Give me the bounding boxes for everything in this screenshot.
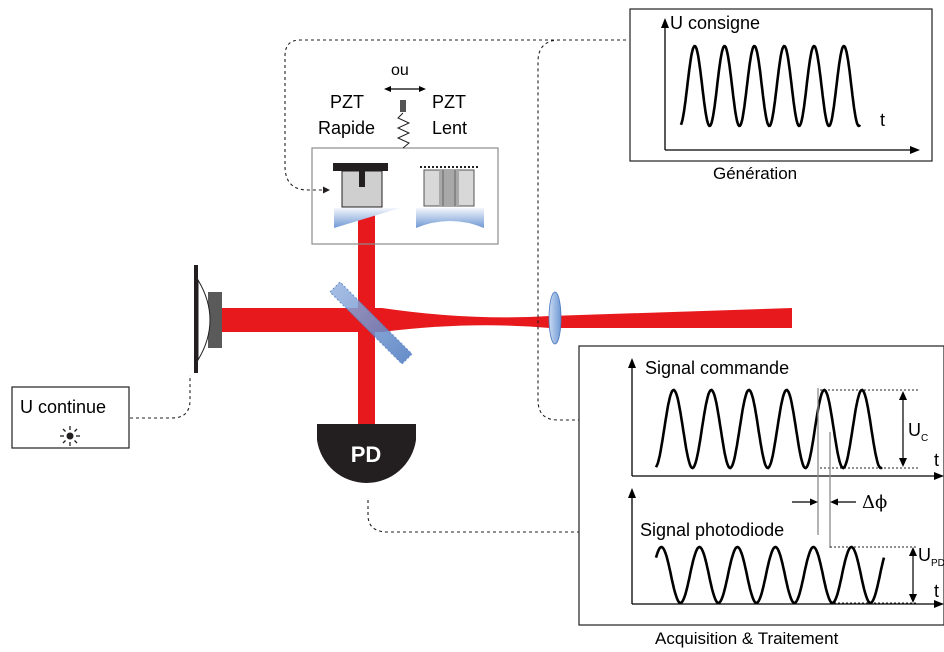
ou-double-arrow xyxy=(384,86,426,92)
sun-icon xyxy=(60,426,80,446)
phase-shift-marker xyxy=(792,388,856,548)
pzt-rapide-label: PZT xyxy=(330,92,364,112)
rapide-label: Rapide xyxy=(318,118,375,138)
photodiode-envelope-lines xyxy=(830,546,918,604)
generation-panel xyxy=(629,8,933,162)
commande-envelope-lines xyxy=(820,389,918,469)
beam-horizontal xyxy=(218,308,792,332)
end-mirror xyxy=(194,265,222,373)
acquisition-panel xyxy=(578,345,944,626)
signal-commande-label: Signal commande xyxy=(645,358,789,378)
lent-label: Lent xyxy=(432,118,467,138)
pzt-module-frame xyxy=(311,147,499,245)
photodiode-waveform xyxy=(654,545,886,605)
generation-caption: Génération xyxy=(713,164,797,183)
pd-label: PD xyxy=(351,442,382,467)
generation-axes xyxy=(661,18,920,154)
focusing-lens xyxy=(548,291,562,345)
upd-label: UPD xyxy=(918,545,944,569)
signal-photodiode-label: Signal photodiode xyxy=(640,520,784,540)
generation-title: U consigne xyxy=(670,13,760,33)
pzt-lent-label: PZT xyxy=(432,92,466,112)
delta-phi-label: Δϕ xyxy=(862,492,887,513)
u-continue-label: U continue xyxy=(20,397,106,417)
photodiode-t-label: t xyxy=(934,581,939,601)
photodiode-axes xyxy=(628,488,944,608)
photodiode: PD xyxy=(317,424,416,483)
dotted-connections xyxy=(130,39,626,533)
acquisition-caption: Acquisition & Traitement xyxy=(655,629,839,648)
commande-t-label: t xyxy=(934,450,939,470)
commande-waveform xyxy=(654,388,883,470)
commande-axes xyxy=(628,358,944,480)
beam-splitter xyxy=(329,281,413,365)
fast-pzt-mirror xyxy=(333,163,400,228)
generation-t-label: t xyxy=(880,110,885,130)
upd-amplitude-arrow xyxy=(909,547,917,603)
ou-label: ou xyxy=(391,62,409,79)
slow-pzt-mirror xyxy=(416,166,484,228)
pzt-spring xyxy=(396,100,411,149)
uc-amplitude-arrow xyxy=(899,391,907,467)
uc-label: UC xyxy=(908,420,928,444)
generation-waveform xyxy=(679,44,862,128)
